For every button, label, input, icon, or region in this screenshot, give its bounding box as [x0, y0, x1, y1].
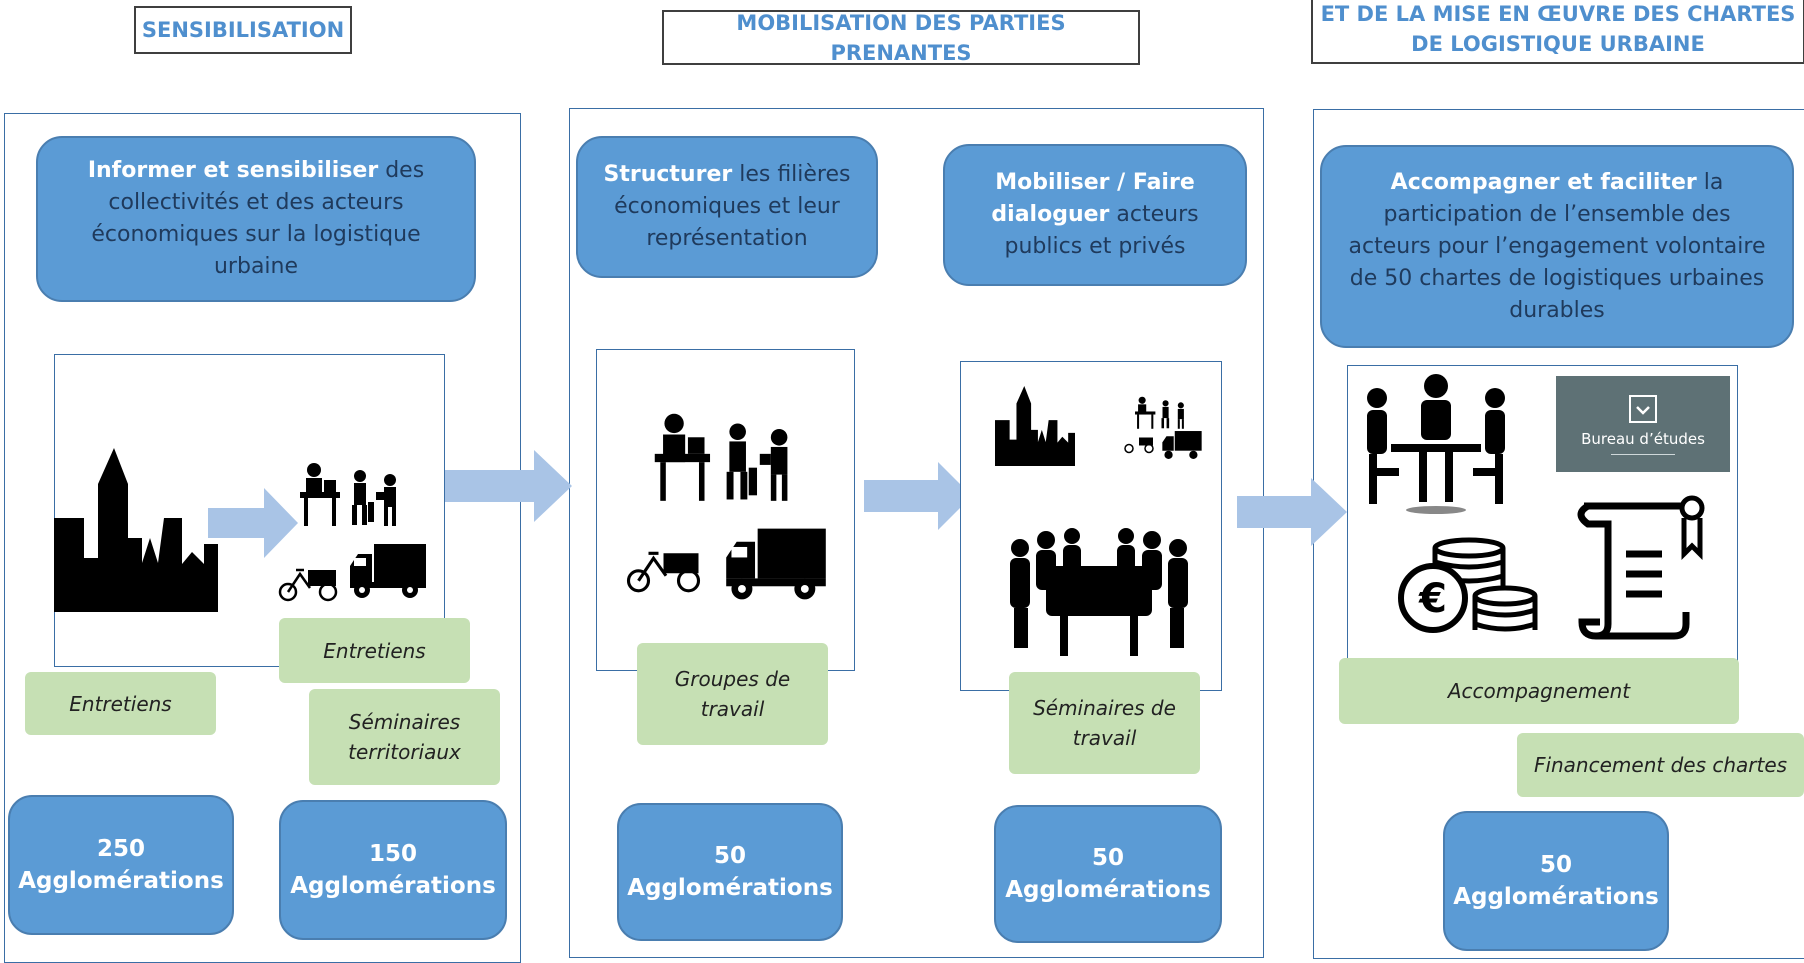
- header-sensibilisation: SENSIBILISATION: [134, 6, 352, 54]
- tag-seminaires-de-travail: Séminaires de travail: [1009, 672, 1200, 774]
- cargo-bike-icon: [626, 551, 701, 593]
- city-skyline-icon: [995, 386, 1075, 466]
- city-skyline-icon: [54, 448, 218, 612]
- count-label: Agglomérations: [290, 873, 496, 899]
- count-number: 250: [96, 836, 145, 862]
- delivery-truck-icon: [350, 544, 426, 598]
- header-mobilisation: MOBILISATION DES PARTIES PRENANTES: [662, 10, 1140, 65]
- tag-seminaires-territoriaux: Séminaires territoriaux: [309, 689, 500, 785]
- arrow-col2-col3: [1237, 478, 1347, 546]
- bureau-etudes-badge: Bureau d’études: [1556, 376, 1730, 472]
- count-label: Agglomérations: [627, 875, 833, 901]
- count-250-agglomerations: 250 Agglomérations: [8, 795, 234, 935]
- objective-mobiliser: Mobiliser / Faire dialoguer acteurs publ…: [943, 144, 1247, 286]
- tag-entretiens-right: Entretiens: [279, 618, 470, 683]
- delivery-truck-icon: [726, 528, 826, 600]
- objective-text: la participation de l’ensemble des acteu…: [1348, 169, 1766, 323]
- coins-euro-icon: €: [1398, 537, 1538, 633]
- count-50-structurer: 50 Agglomérations: [617, 803, 843, 941]
- meeting-table-icon: [1010, 528, 1188, 656]
- tag-entretiens-left: Entretiens: [25, 672, 216, 735]
- charter-scroll-icon: [1577, 495, 1705, 640]
- tag-groupes-de-travail: Groupes de travail: [637, 643, 828, 745]
- cargo-bike-icon: [278, 568, 338, 602]
- workers-icon: [1135, 396, 1184, 429]
- objective-accompagner: Accompagner et faciliter la participatio…: [1320, 145, 1794, 348]
- tag-accompagnement: Accompagnement: [1339, 658, 1739, 724]
- image-frame-groupes: [596, 349, 855, 671]
- arrow-inner-col1: [208, 488, 298, 558]
- objective-bold: Informer et sensibiliser: [87, 158, 379, 183]
- count-label: Agglomérations: [1453, 884, 1659, 910]
- count-label: Agglomérations: [18, 868, 224, 894]
- objective-text: des collectivités et des acteurs économi…: [91, 158, 425, 279]
- delivery-truck-icon: [1162, 431, 1202, 459]
- check-icon: [1629, 394, 1657, 423]
- count-number: 50: [1091, 845, 1124, 871]
- count-number: 150: [368, 841, 417, 867]
- count-50-accompagner: 50 Agglomérations: [1443, 811, 1669, 951]
- header-chartes: ET DE LA MISE EN ŒUVRE DES CHARTES DE LO…: [1311, 0, 1804, 64]
- arrow-inner-col2: [864, 462, 972, 530]
- objective-bold: Mobiliser / Faire dialoguer: [991, 170, 1195, 227]
- objective-text: les filières économiques et leur représe…: [614, 162, 851, 251]
- objective-structurer: Structurer les filières économiques et l…: [576, 136, 878, 278]
- arrow-col1-col2: [438, 450, 572, 522]
- svg-text:€: €: [1418, 576, 1447, 622]
- cargo-bike-icon: [1124, 437, 1154, 454]
- count-150-agglomerations: 150 Agglomérations: [279, 800, 507, 940]
- negotiation-icon: [1367, 374, 1505, 514]
- count-number: 50: [713, 843, 746, 869]
- count-50-mobiliser: 50 Agglomérations: [994, 805, 1222, 943]
- objective-text: acteurs publics et privés: [1004, 202, 1199, 259]
- bureau-underline: [1611, 453, 1675, 455]
- tag-financement-des-chartes: Financement des chartes: [1517, 733, 1804, 797]
- objective-informer: Informer et sensibiliser des collectivit…: [36, 136, 476, 302]
- workers-icon: [654, 413, 788, 501]
- count-label: Agglomérations: [1005, 877, 1211, 903]
- count-number: 50: [1539, 852, 1572, 878]
- objective-bold: Accompagner et faciliter: [1390, 169, 1697, 195]
- workers-icon: [300, 463, 396, 526]
- objective-bold: Structurer: [603, 162, 733, 187]
- bureau-label: Bureau d’études: [1581, 429, 1705, 448]
